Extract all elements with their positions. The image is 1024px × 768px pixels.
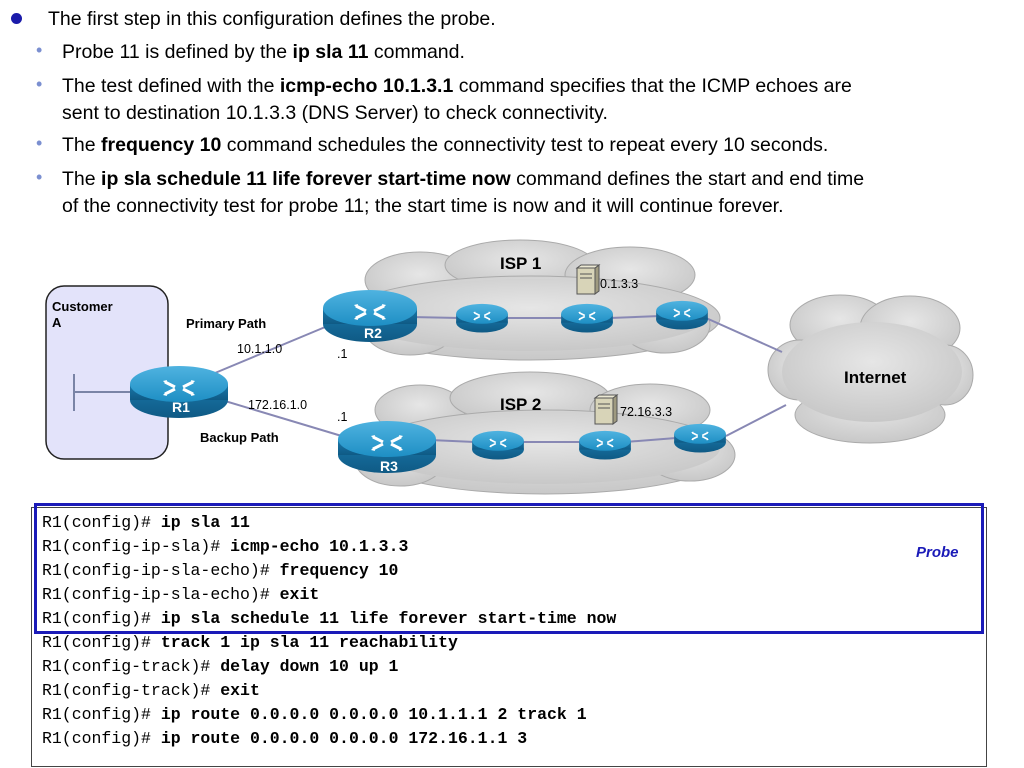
r2-interface-label: .1 — [337, 347, 347, 361]
router-isp2-a — [472, 430, 524, 460]
isp2-server-ip-label: 72.16.3.3 — [620, 405, 672, 419]
router-r1-label: R1 — [172, 399, 190, 415]
bullet-dot — [11, 13, 22, 24]
router-isp2-b — [579, 430, 631, 460]
primary-network-label: 10.1.1.0 — [237, 342, 282, 356]
probe-label: Probe — [916, 544, 959, 561]
sub-bullet-marker: • — [36, 133, 43, 153]
code-line: R1(config)# track 1 ip sla 11 reachabili… — [42, 633, 458, 652]
sub-bullet-1: Probe 11 is defined by the ip sla 11 com… — [62, 41, 465, 63]
sub-bullet-4-line2: of the connectivity test for probe 11; t… — [62, 195, 784, 217]
r3-interface-label: .1 — [337, 410, 347, 424]
code-line: R1(config)# ip route 0.0.0.0 0.0.0.0 10.… — [42, 705, 587, 724]
router-r3 — [338, 421, 436, 473]
server-icon — [593, 394, 619, 425]
internet-label: Internet — [844, 368, 907, 387]
code-line: R1(config)# ip sla schedule 11 life fore… — [42, 609, 617, 628]
customer-label-line2: A — [52, 315, 62, 330]
server-icon — [575, 264, 601, 295]
internet-cloud — [767, 294, 974, 444]
code-line: R1(config-track)# exit — [42, 681, 260, 700]
sub-bullet-marker: • — [36, 167, 43, 187]
code-line: R1(config-ip-sla-echo)# frequency 10 — [42, 561, 399, 580]
router-isp1-c — [656, 300, 708, 330]
code-line: R1(config-ip-sla)# icmp-echo 10.1.3.3 — [42, 537, 409, 556]
bullet-main-text: The first step in this configuration def… — [48, 8, 496, 30]
router-isp1-a — [456, 303, 508, 333]
sub-bullet-2: The test defined with the icmp-echo 10.1… — [62, 75, 852, 97]
router-isp2-c — [674, 423, 726, 453]
isp2-label: ISP 2 — [500, 395, 541, 414]
isp1-label: ISP 1 — [500, 254, 541, 273]
probe-highlight-box — [34, 503, 984, 634]
router-r2 — [323, 290, 417, 342]
code-line: R1(config-track)# delay down 10 up 1 — [42, 657, 399, 676]
sub-bullet-4: The ip sla schedule 11 life forever star… — [62, 168, 865, 190]
network-diagram: Customer A — [45, 239, 974, 495]
router-r2-label: R2 — [364, 325, 382, 341]
customer-label-line1: Customer — [52, 299, 113, 314]
backup-network-label: 172.16.1.0 — [248, 398, 307, 412]
dns-server-ip-label: 0.1.3.3 — [600, 277, 638, 291]
config-code-box: R1(config)# ip sla 11 R1(config-ip-sla)#… — [31, 507, 987, 767]
code-line: R1(config)# ip sla 11 — [42, 513, 250, 532]
sub-bullet-3: The frequency 10 command schedules the c… — [62, 134, 829, 156]
bullet-main: The first step in this configuration def… — [48, 6, 496, 33]
sub-bullet-2-line2: sent to destination 10.1.3.3 (DNS Server… — [62, 102, 608, 124]
primary-path-label: Primary Path — [186, 316, 266, 331]
router-isp1-b — [561, 303, 613, 333]
backup-path-label: Backup Path — [200, 430, 279, 445]
code-line: R1(config)# ip route 0.0.0.0 0.0.0.0 172… — [42, 729, 528, 748]
code-line: R1(config-ip-sla-echo)# exit — [42, 585, 320, 604]
router-r1 — [130, 366, 228, 418]
sub-bullet-marker: • — [36, 74, 43, 94]
links — [214, 315, 787, 443]
router-r3-label: R3 — [380, 458, 398, 474]
sub-bullet-marker: • — [36, 40, 43, 60]
